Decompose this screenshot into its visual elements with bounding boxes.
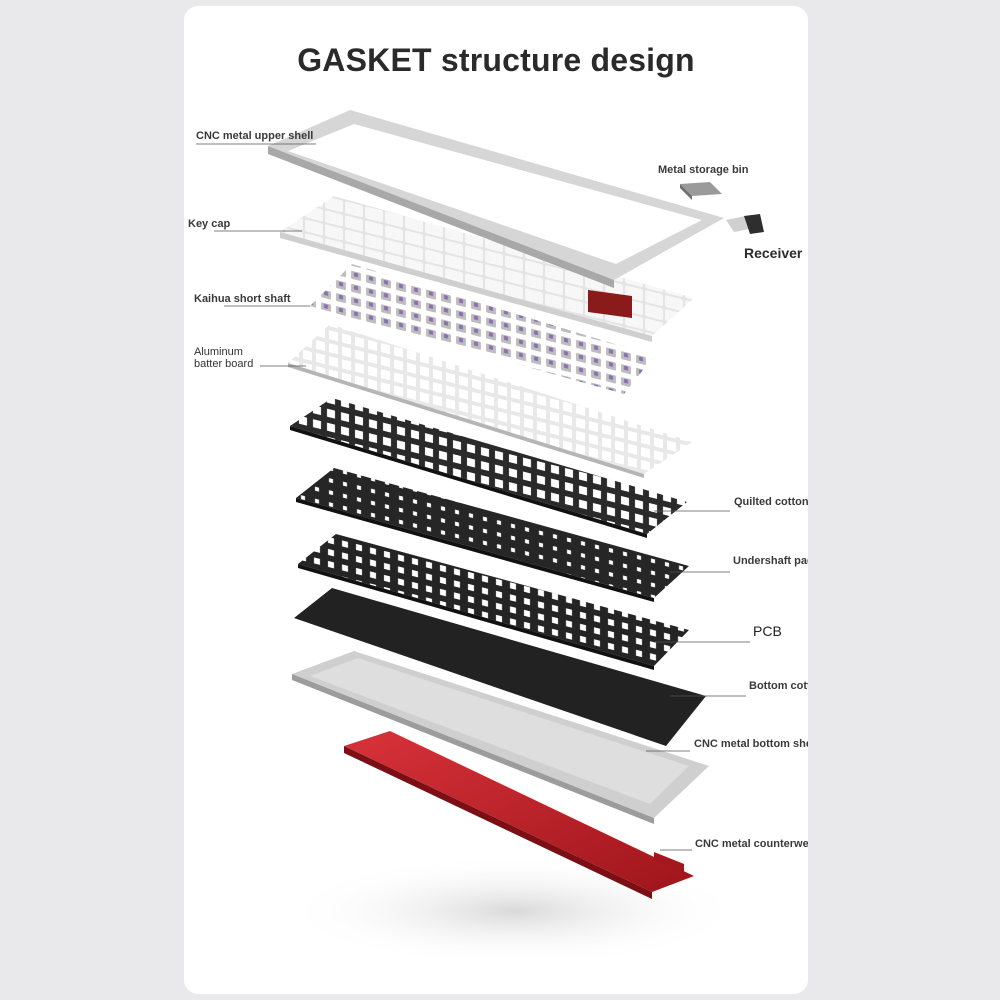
switches-layer	[310, 264, 654, 394]
exploded-keyboard-illustration	[196, 110, 764, 966]
label-pcb: PCB	[753, 623, 782, 639]
label-storage-bin: Metal storage bin	[658, 164, 749, 176]
leader-lines	[196, 143, 750, 851]
keycaps-layer	[280, 196, 694, 342]
label-bottom-cotton: Bottom cotton	[749, 680, 808, 692]
label-counterweight: CNC metal counterweight	[695, 838, 808, 850]
accent-keycap	[588, 290, 632, 318]
label-receiver: Receiver	[744, 245, 803, 261]
diagram-card: GASKET structure design	[184, 6, 808, 994]
label-upper-shell: CNC metal upper shell	[196, 130, 314, 142]
label-bottom-shell: CNC metal bottom shell	[694, 738, 808, 750]
label-plate-line2: batter board	[194, 358, 254, 370]
undershaft-pad-layer	[296, 468, 689, 602]
storage-bin-icon	[680, 182, 722, 200]
aluminum-plate-layer	[288, 324, 692, 478]
page-title: GASKET structure design	[297, 42, 695, 78]
upper-shell-layer	[268, 110, 724, 288]
pcb-layer	[298, 534, 689, 670]
bottom-cotton-layer	[294, 588, 706, 746]
label-switch: Kaihua short shaft	[194, 293, 291, 305]
label-undershaft-pad: Undershaft pad	[733, 555, 808, 567]
label-key-cap: Key cap	[188, 218, 231, 230]
label-plate-line1: Aluminum	[194, 346, 243, 358]
counterweight-layer	[344, 731, 694, 899]
bottom-shell-layer	[292, 651, 709, 824]
label-quilted-cotton: Quilted cotton	[734, 496, 808, 508]
quilted-cotton-layer	[290, 398, 687, 538]
receiver-icon	[726, 214, 764, 234]
